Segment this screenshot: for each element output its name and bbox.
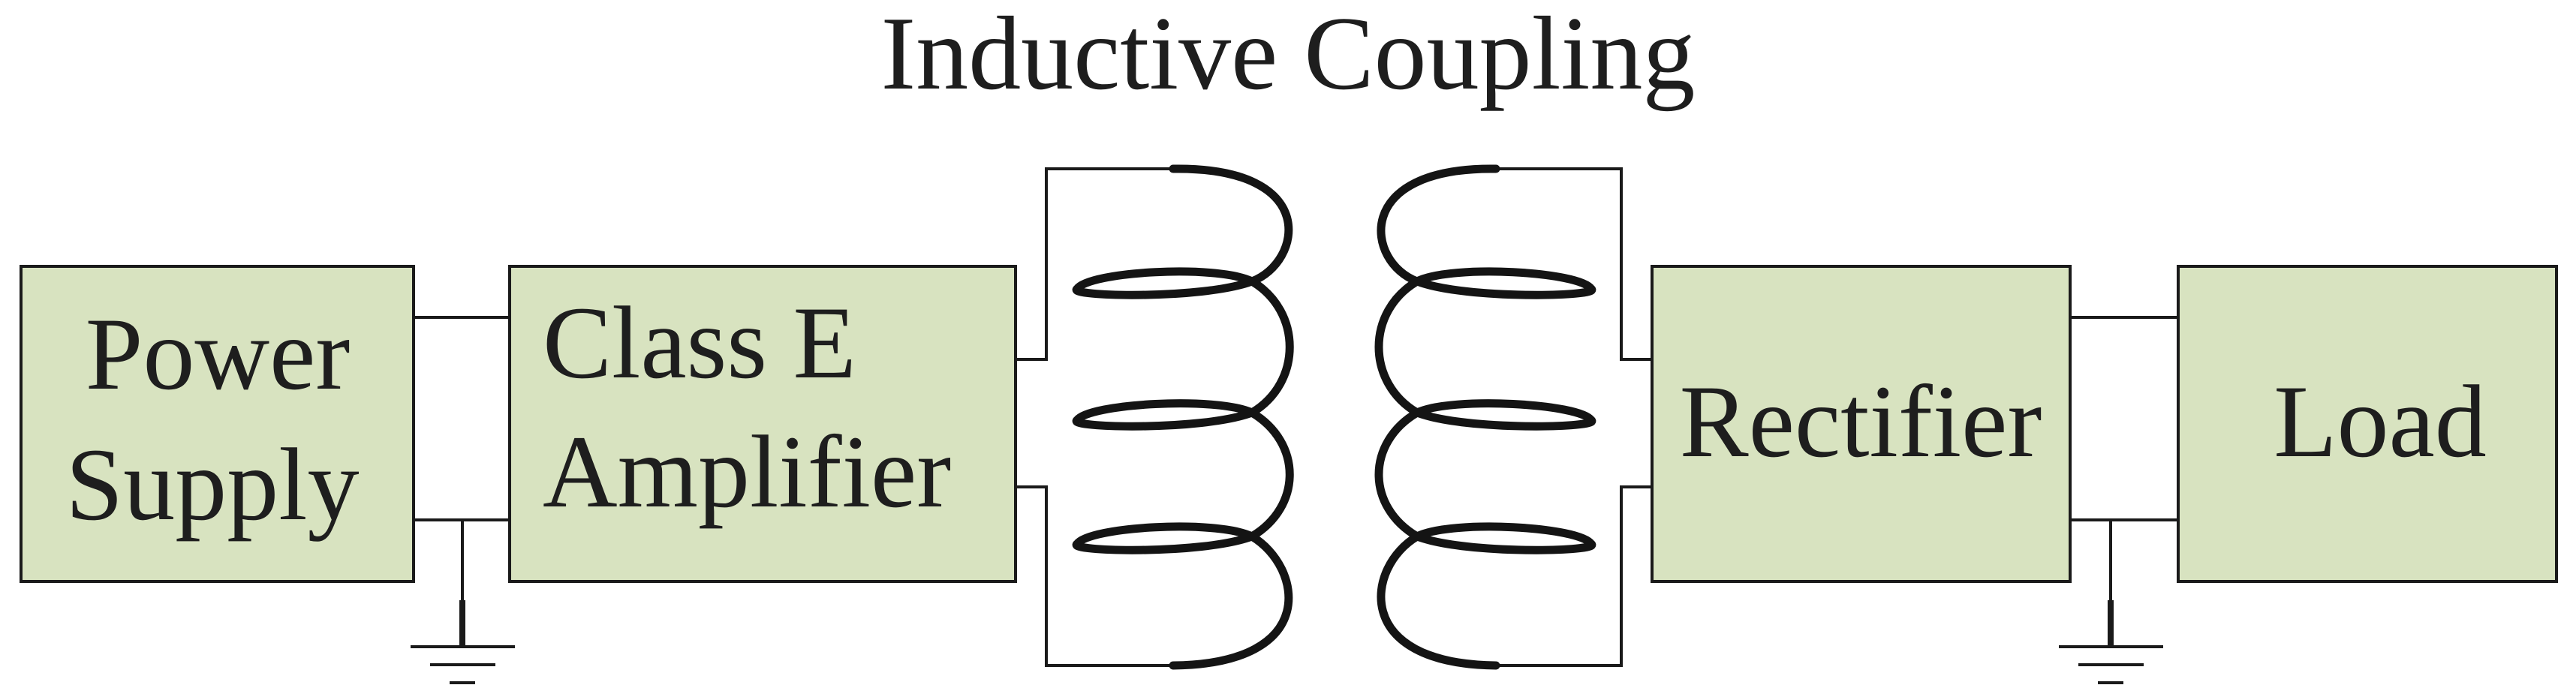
primary-coil-bottom-lead xyxy=(1016,485,1173,667)
power-supply-block xyxy=(20,265,415,583)
power-supply-label-line-1: Power xyxy=(86,296,351,411)
secondary-coil xyxy=(1374,164,1596,670)
class-e-amplifier-label-line-2: Amplifier xyxy=(543,414,951,529)
primary-coil xyxy=(1072,164,1294,670)
secondary-coil-top-lead xyxy=(1496,167,1652,361)
class-e-amplifier-block xyxy=(508,265,1017,583)
class-e-amplifier-label-line-1: Class E xyxy=(543,285,856,400)
load-label: Load xyxy=(2274,364,2487,479)
power-supply-label-line-2: Supply xyxy=(65,427,359,542)
rectifier-block xyxy=(1651,265,2072,583)
ground-icon xyxy=(2059,520,2163,684)
secondary-coil-bottom-lead xyxy=(1496,485,1652,667)
load-block xyxy=(2177,265,2558,583)
rectifier-label: Rectifier xyxy=(1680,364,2042,479)
primary-coil-top-lead xyxy=(1016,167,1173,361)
ground-icon xyxy=(411,520,515,684)
diagram-title: Inductive Coupling xyxy=(881,0,1696,112)
